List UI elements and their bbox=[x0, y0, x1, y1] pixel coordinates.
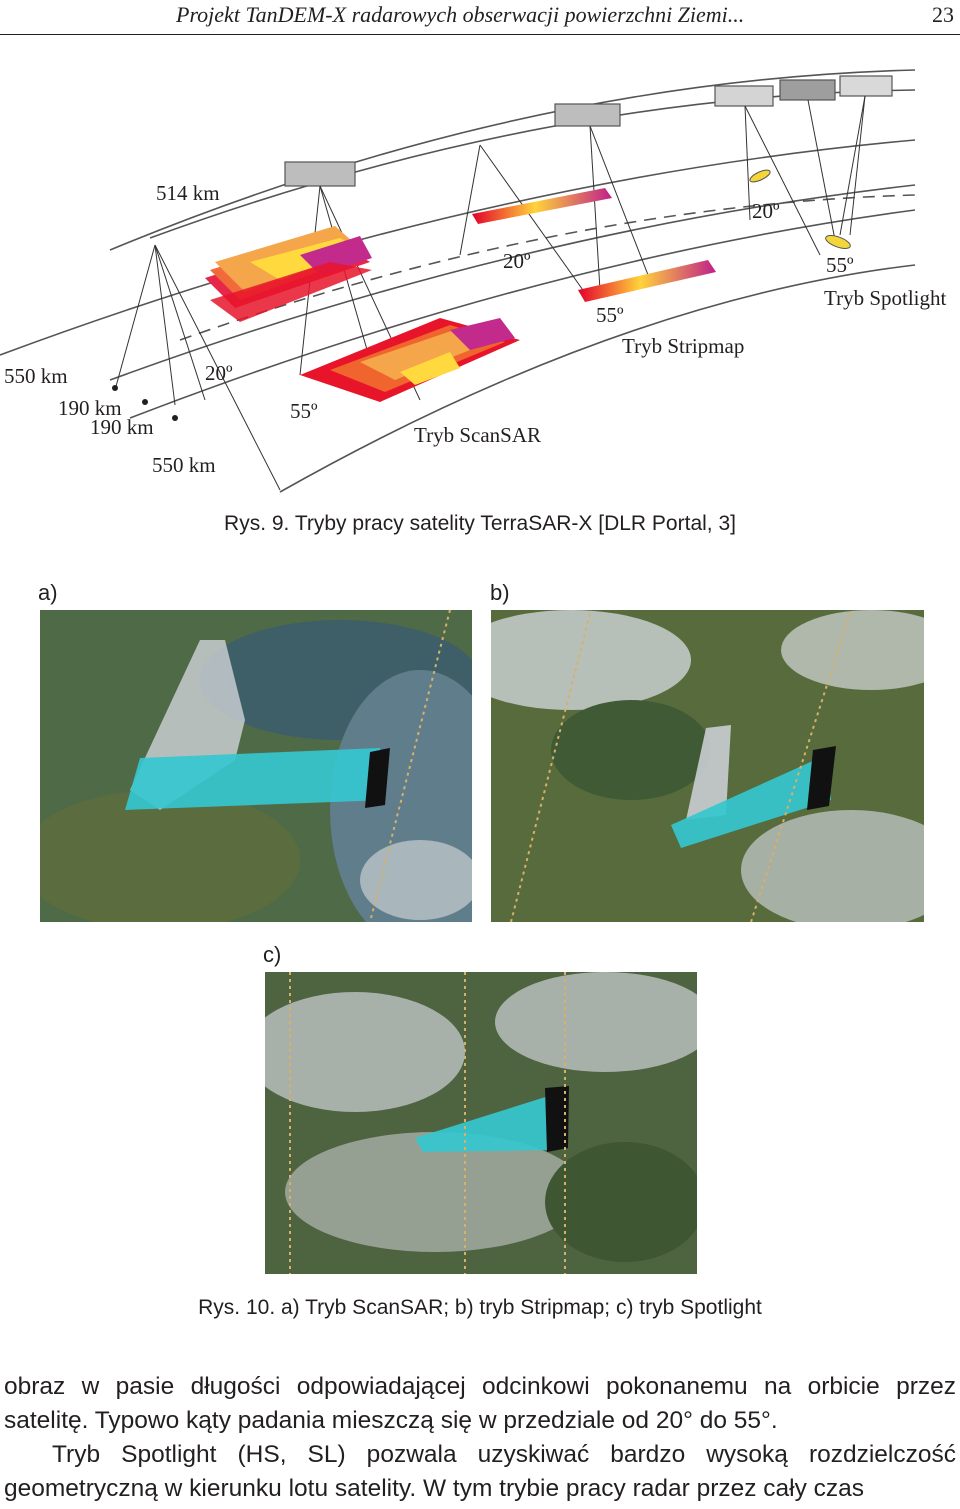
running-header-title: Projekt TanDEM-X radarowych obserwacji p… bbox=[176, 2, 745, 27]
label-left-190a: 190 km bbox=[58, 396, 122, 420]
panel-label-b: b) bbox=[490, 580, 510, 605]
body-paragraph-1: obraz w pasie długości odpowiadającej od… bbox=[4, 1373, 956, 1434]
label-angle-20a: 20º bbox=[205, 361, 233, 385]
header-rule bbox=[0, 34, 960, 35]
stripmap-swath-lower bbox=[578, 260, 716, 302]
running-header: Projekt TanDEM-X radarowych obserwacji p… bbox=[0, 0, 960, 36]
body-text: obraz w pasie długości odpowiadającej od… bbox=[4, 1370, 956, 1506]
label-left-190b: 190 km bbox=[90, 415, 154, 439]
ground-ticks bbox=[112, 385, 178, 421]
satellite-image-spotlight bbox=[265, 972, 697, 1274]
spotlight-footprint-lower bbox=[825, 235, 851, 249]
label-angle-55c: 55º bbox=[826, 253, 854, 277]
panel-label-c: c) bbox=[263, 942, 282, 967]
label-bottom-550: 550 km bbox=[152, 453, 216, 477]
label-angle-20b: 20º bbox=[503, 249, 531, 273]
figure-9-caption: Rys. 9. Tryby pracy satelity TerraSAR-X … bbox=[224, 512, 736, 535]
label-left-550: 550 km bbox=[4, 364, 68, 388]
label-angle-55b: 55º bbox=[596, 303, 624, 327]
panel-label-a: a) bbox=[38, 580, 58, 605]
label-altitude: 514 km bbox=[156, 181, 220, 205]
orbit-rails bbox=[0, 69, 916, 493]
label-mode-stripmap: Tryb Stripmap bbox=[622, 334, 744, 358]
satellite-image-stripmap bbox=[491, 610, 924, 922]
scansar-swath-lower bbox=[300, 318, 520, 402]
label-mode-scansar: Tryb ScanSAR bbox=[414, 423, 541, 447]
stripmap-swath-upper bbox=[472, 188, 612, 224]
body-paragraph-2: Tryb Spotlight (HS, SL) pozwala uzyskiwa… bbox=[4, 1441, 956, 1502]
figure-9-diagram: 514 km 550 km 190 km 190 km 550 km 20º 5… bbox=[0, 60, 960, 500]
scansar-swath-upper bbox=[205, 226, 372, 322]
page-number: 23 bbox=[932, 2, 954, 27]
satellites bbox=[284, 75, 893, 187]
label-angle-55a: 55º bbox=[290, 399, 318, 423]
satellite-image-scansar bbox=[40, 610, 472, 922]
label-mode-spotlight: Tryb Spotlight bbox=[824, 286, 947, 310]
spotlight-footprint-upper bbox=[749, 169, 771, 183]
figure-10-caption: Rys. 10. a) Tryb ScanSAR; b) tryb Stripm… bbox=[198, 1296, 762, 1319]
label-angle-20c: 20º bbox=[752, 199, 780, 223]
